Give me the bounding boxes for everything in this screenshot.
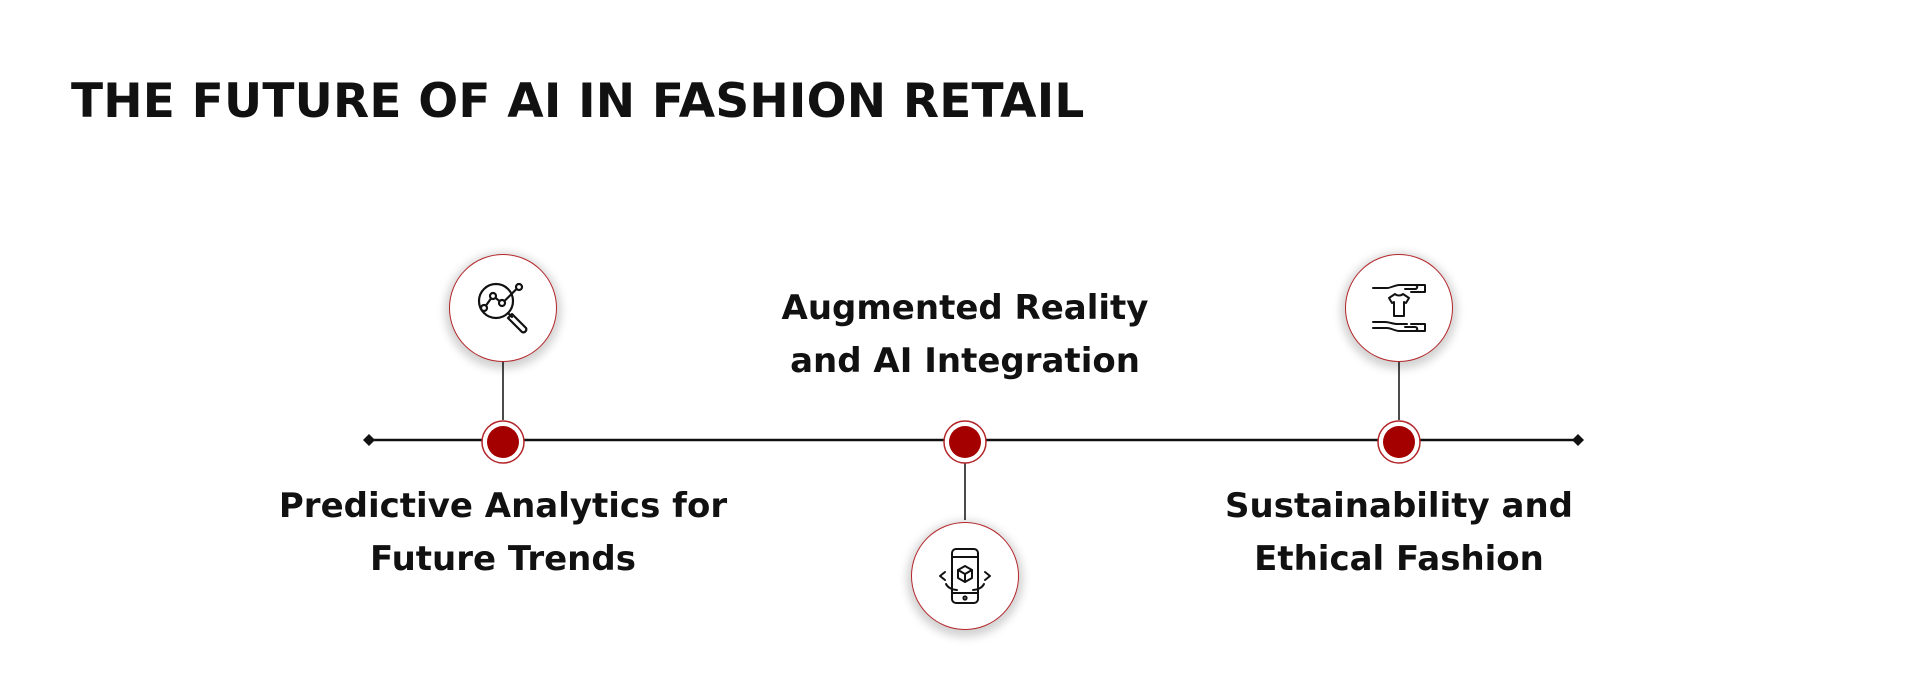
milestone-1-label-line2: Future Trends — [370, 539, 636, 579]
milestone-2-label-line1: Augmented Reality — [781, 288, 1149, 328]
milestone-3-icon-badge — [1345, 254, 1453, 362]
milestone-dot-3 — [1377, 420, 1421, 464]
milestone-3-label: Sustainability and Ethical Fashion — [1139, 480, 1659, 586]
milestone-1-label-line1: Predictive Analytics for — [278, 486, 728, 526]
magnifier-analytics-icon — [477, 282, 528, 334]
milestone-3-label-line1: Sustainability and — [1225, 486, 1573, 526]
milestone-dot-2 — [943, 420, 987, 464]
timeline-start-marker — [363, 434, 375, 446]
smartphone-ar-cube-icon — [939, 548, 991, 604]
page-title: THE FUTURE OF AI IN FASHION RETAIL — [71, 74, 1085, 129]
milestone-2-label-line2: and AI Integration — [790, 341, 1140, 381]
milestone-1-icon-badge — [449, 254, 557, 362]
timeline-end-marker — [1572, 434, 1584, 446]
hands-tshirt-icon — [1372, 284, 1426, 332]
milestone-2-label: Augmented Reality and AI Integration — [705, 282, 1225, 388]
milestone-1-label: Predictive Analytics for Future Trends — [243, 480, 763, 586]
milestone-2-icon-badge — [911, 522, 1019, 630]
milestone-3-label-line2: Ethical Fashion — [1254, 539, 1544, 579]
milestone-dot-1 — [481, 420, 525, 464]
